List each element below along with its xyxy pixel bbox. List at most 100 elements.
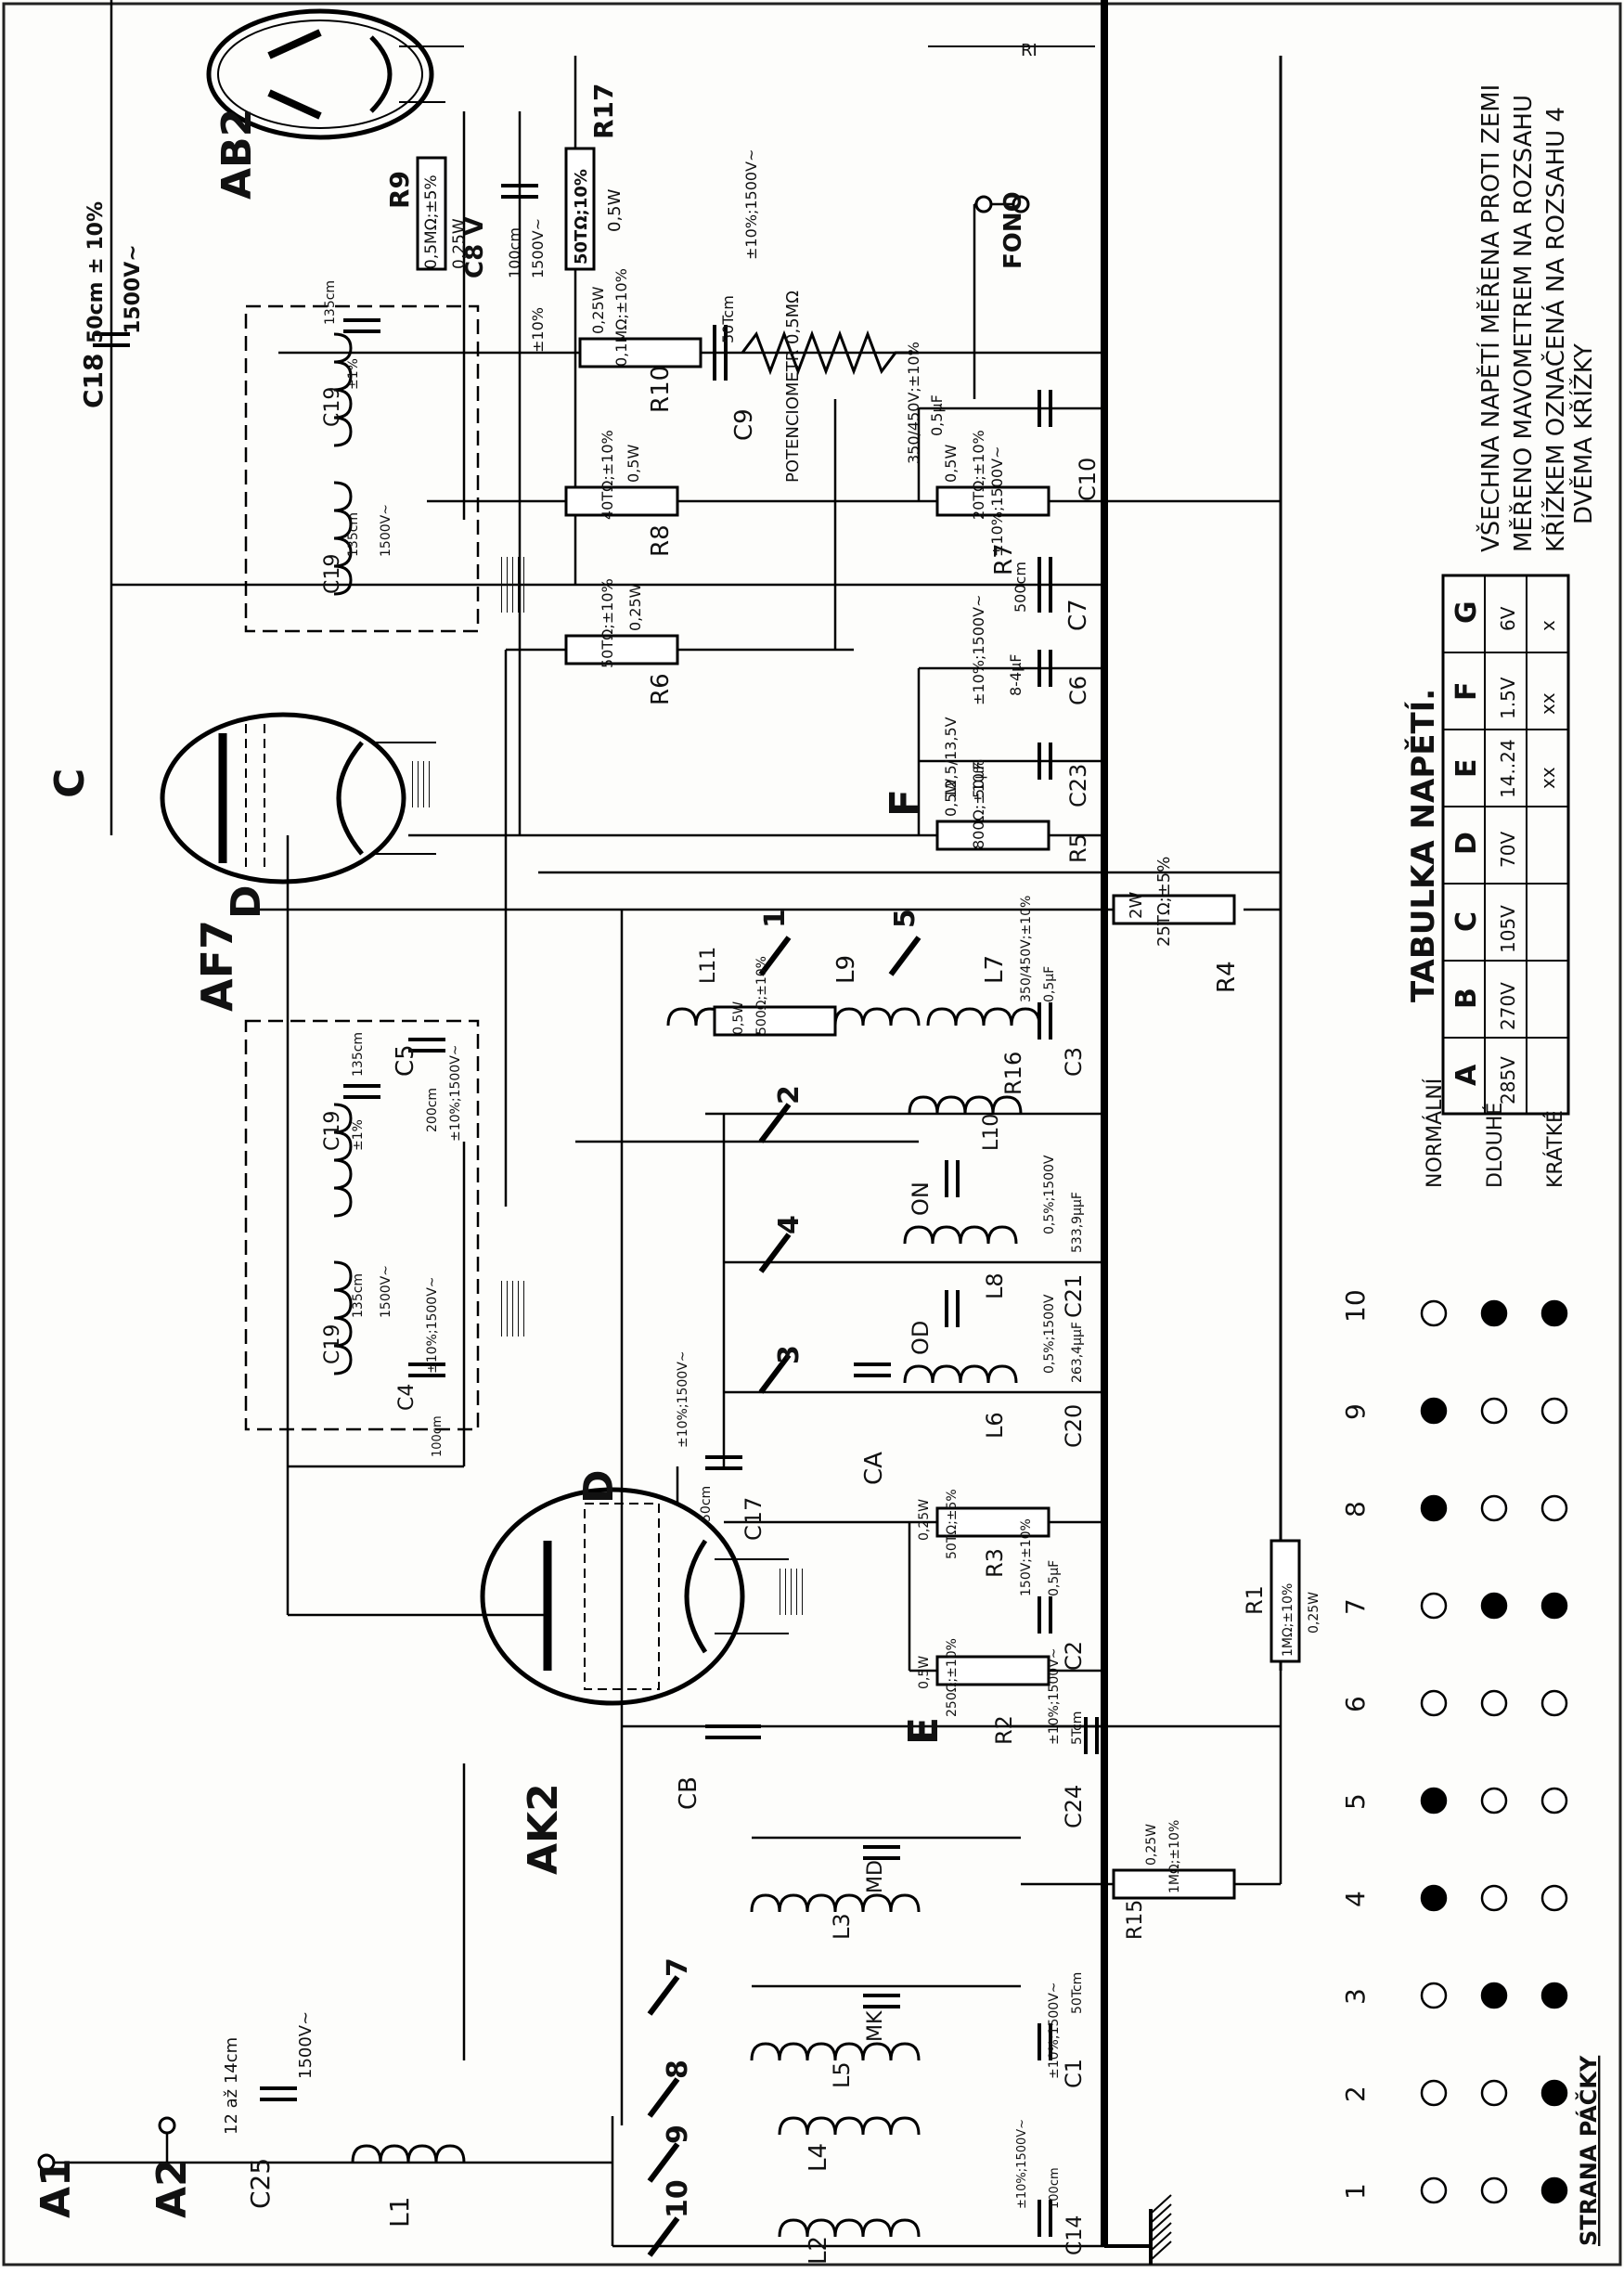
switch-number-4: 4 [773,1215,806,1234]
tube-label-ab2: AB2 [213,109,261,200]
label-r1: R1 [1242,1585,1268,1615]
switch-state-dot [1480,1397,1508,1425]
rating-r4: 2W [1127,892,1146,919]
label-r3: R3 [982,1548,1008,1578]
rating-c17: ±10%;1500V~ [676,1350,690,1448]
switch-state-dot [1420,2176,1448,2204]
label-potentiometer: POTENCIOMETR 0,5MΩ [783,291,803,483]
tube-ab2 [206,8,464,140]
rating-r8: 0,5W [625,445,642,483]
switch-state-dot [1420,1689,1448,1717]
rating-c19d: 1500V~ [379,1265,393,1318]
vt-mark-f: xx [1537,692,1559,715]
vt-value-g: 6V [1497,606,1519,631]
node-d-mid: D [575,1469,623,1504]
label-r5: R5 [1065,833,1091,863]
label-c21: C21 [1061,1274,1087,1318]
switch-state-dot [1420,1592,1448,1620]
switch-column-10: 10 [1340,1289,1371,1323]
label-c19b: C19 [321,554,344,594]
voltage-table: TABULKA NAPĚTÍ. A B C D E F G 285V 270V … [1404,574,1570,1116]
switch-number-9: 9 [662,2124,694,2144]
label-c20: C20 [1061,1404,1087,1448]
capacitors [93,184,1099,2237]
value-r10: 0,1MΩ;±10% [612,268,630,367]
value-c14: 100cm [1048,2167,1062,2209]
label-c19a: C19 [321,387,344,427]
label-l2: L2 [805,2236,832,2265]
label-c23: C23 [1065,764,1091,807]
vt-value-b: 270V [1497,982,1519,1030]
rating-r3: 0,25W [917,1499,932,1541]
value-c4: 100cm [431,1415,445,1457]
switch-column-3: 3 [1340,1988,1371,2005]
rating-c19b: 1500V~ [379,504,393,557]
switch-state-dot [1420,2079,1448,2107]
switch-column-8: 8 [1340,1501,1371,1517]
rating-c23: 12,5/13,5V [942,717,960,798]
tolerance-c8: ±10% [529,307,547,353]
label-cb: CB [675,1776,702,1810]
value-r8: 40TΩ;±10% [599,430,616,520]
value-c20: 263,4µµF [1070,1322,1085,1383]
label-c18: C18 [78,353,109,408]
switch-column-4: 4 [1340,1891,1371,1907]
value-r1: 1MΩ;±10% [1281,1583,1295,1657]
rating-c8: 1500V~ [529,218,547,278]
switch-state-dot [1540,2079,1568,2107]
switch-state-dot [1480,1982,1508,2009]
value-c24: 5Tcm [1070,1711,1085,1745]
rating-c4: ±10%;1500V~ [425,1276,440,1374]
switch-number-5: 5 [889,909,922,928]
vt-value-c: 105V [1497,905,1519,953]
label-r7: R7 [990,543,1018,575]
value-c5: 200cm [425,1088,440,1132]
rating-r5: 0,5W [942,779,960,817]
switch-column-7: 7 [1340,1598,1371,1615]
switch-state-dot [1480,2079,1508,2107]
vt-value-a: 285V [1497,1056,1519,1104]
vt-mark-e: xx [1537,767,1559,789]
vt-mark-g: x [1537,620,1559,631]
label-c4: C4 [395,1384,419,1411]
vt-header-f: F [1450,682,1483,702]
notes: VŠECHNA NAPĚTÍ MĚŘENA PROTI ZEMI MĚŘENO … [1476,84,1598,552]
value-c10: 0,5µF [928,394,946,436]
value-r7: 20TΩ;±10% [970,430,987,520]
switches [647,936,922,2257]
vt-header-b: B [1450,988,1483,1009]
label-l10: L10 [980,1114,1003,1151]
rating-c19a: ±1% [346,358,361,390]
tube-ak2 [480,1487,789,1706]
potentiometer [741,329,919,376]
label-l7: L7 [981,955,1009,984]
note-line-3: KŘÍŽKEM OZNAČENÁ NA ROZSAHU 4 [1540,107,1570,552]
resistors [416,147,1301,1900]
switch-table-header: STRANA PÁČKY [1574,2055,1602,2246]
label-l1: L1 [384,2197,415,2228]
switch-state-dot [1540,1494,1568,1522]
node-c: C [46,768,94,798]
switch-state-dot [1540,1689,1568,1717]
switch-state-dot [1540,1787,1568,1815]
rating-r17: 0,5W [605,188,625,232]
rating-c5: ±10%;1500V~ [448,1044,463,1142]
vt-header-a: A [1450,1064,1483,1086]
switch-state-dot [1540,1397,1568,1425]
label-md: MD [864,1860,887,1893]
component-labels: C18 50cm ± 10% 1500V~ R9 0,5MΩ;±5% 0,25W… [78,83,1321,2265]
terminals [37,195,1030,2172]
rating-c6: ±10%;1500V~ [970,595,987,705]
rating-c7: ±10%;1500V~ [988,446,1006,557]
switch-number-8: 8 [662,2060,694,2079]
switch-column-1: 1 [1340,2183,1371,2200]
note-line-4: DVĚMA KŘÍŽKY [1568,343,1598,524]
switch-row-label: KRÁTKÉ [1543,1110,1567,1188]
switch-state-dot [1480,1787,1508,1815]
value-c19c: 135cm [351,1032,366,1077]
switch-state-dot [1420,1494,1448,1522]
value-c19b: 135cm [346,512,361,557]
switch-state-dot [1480,2176,1508,2204]
